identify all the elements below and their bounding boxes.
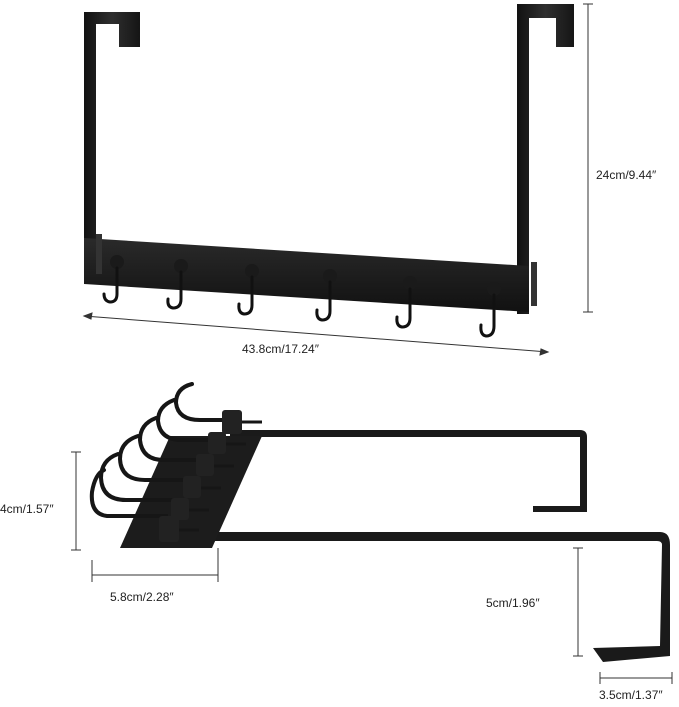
hook-bosses [159,410,242,542]
hook-depth-dimension-line [91,548,219,582]
front-view-rack [84,4,574,338]
width-label: 43.8cm/17.24″ [242,342,319,356]
hook-5 [395,276,417,329]
hook-3 [237,264,259,316]
hook-depth-label: 5.8cm/2.28″ [110,590,174,604]
hook-pins [179,420,262,532]
left-door-arm [84,12,140,240]
hook-4 [315,269,337,322]
upper-door-arm [230,430,587,512]
hook-1 [102,255,124,304]
hooks-front [102,255,501,338]
hook-height-dimension-line [71,451,81,551]
door-thickness-label: 5cm/1.96″ [486,596,540,610]
side-view-rack [89,382,670,662]
hook-top-width-label: 3.5cm/1.37″ [599,688,663,702]
door-thickness-dimension-line [573,547,583,657]
hook-height-label: 4cm/1.57″ [0,502,54,516]
hook-top-width-dimension-line [599,672,673,684]
width-dimension-line [82,312,550,356]
height-dimension-line [583,3,593,313]
height-label: 24cm/9.44″ [596,168,657,182]
lower-door-arm [215,532,670,662]
hook-6 [479,282,501,338]
hook-2 [166,259,188,310]
hooks-side [89,382,234,534]
hook-bar [84,238,529,312]
